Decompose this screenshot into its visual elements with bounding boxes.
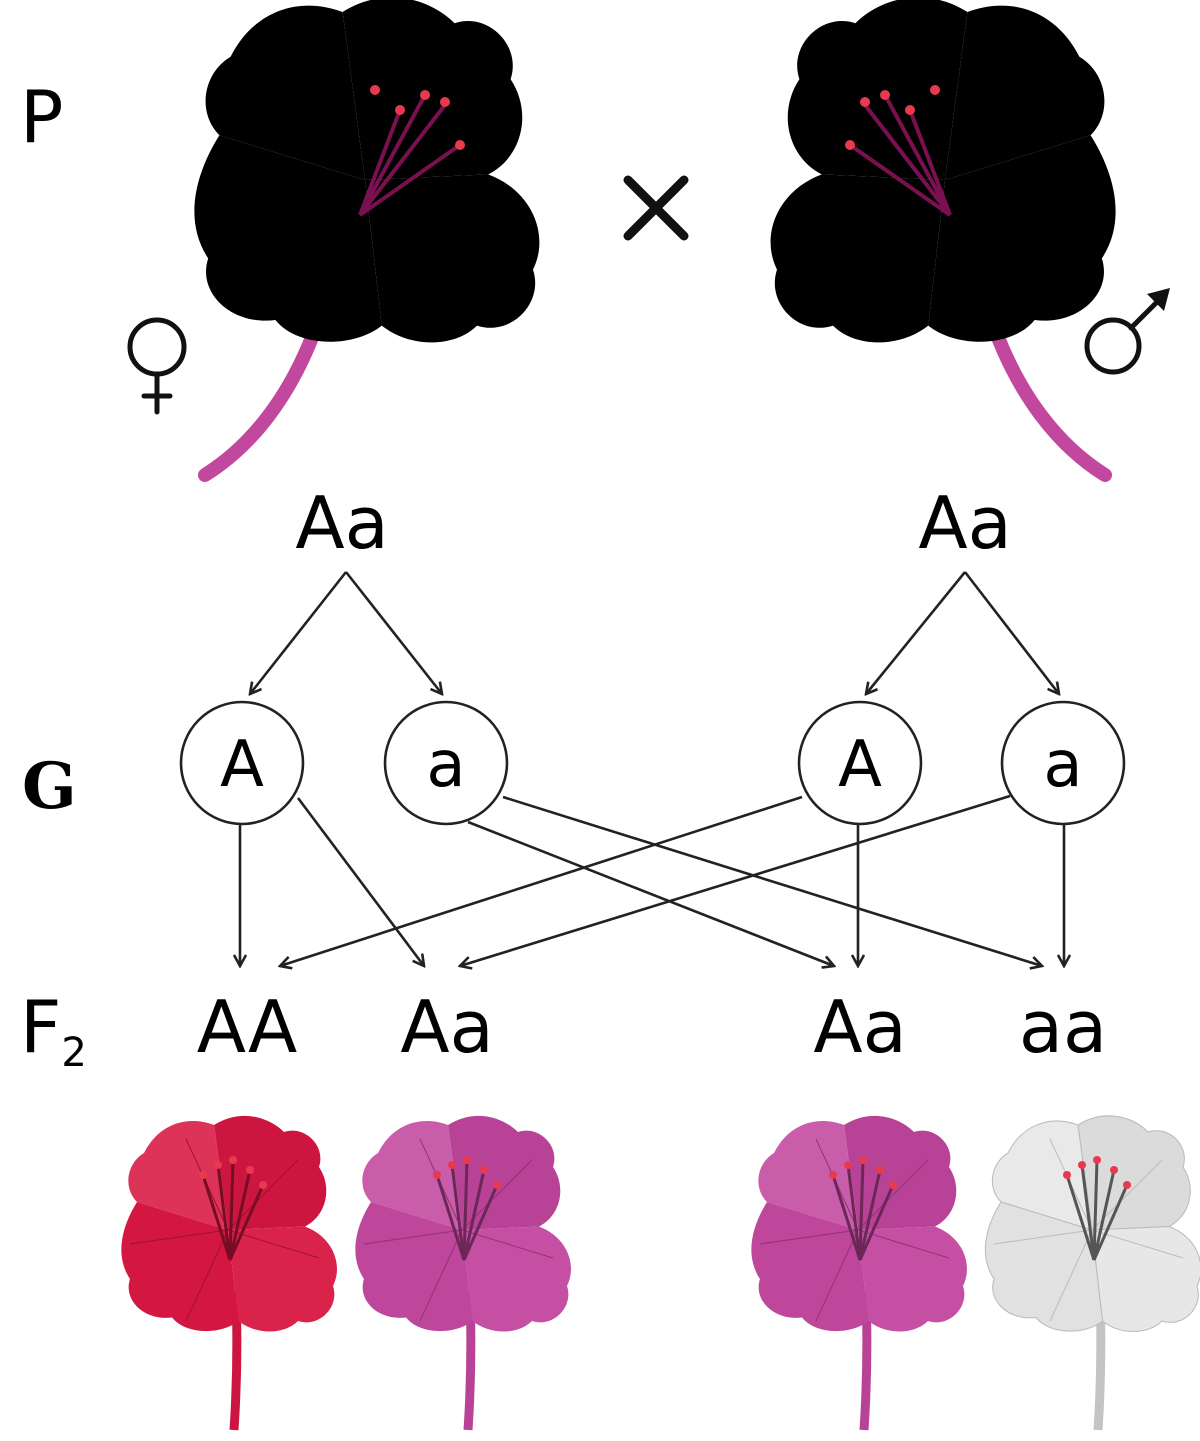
stamens-icon xyxy=(1063,1156,1131,1261)
offspring-genotype-3: Aa xyxy=(813,985,906,1069)
male-symbol-icon xyxy=(1084,288,1170,375)
gamete-to-offspring-arrows xyxy=(240,794,1064,966)
f2-generation-label: F2 xyxy=(20,985,87,1076)
offspring-genotype-1: AA xyxy=(197,985,298,1069)
female-gamete-a: a xyxy=(383,700,509,826)
female-parent-flower xyxy=(194,0,540,482)
flower-petals xyxy=(121,1115,337,1332)
svg-text:A: A xyxy=(838,728,882,802)
stamens-icon xyxy=(829,1156,897,1261)
stamens-icon xyxy=(199,1156,267,1261)
female-genotype: Aa xyxy=(295,481,388,565)
offspring-genotype-4: aa xyxy=(1019,985,1107,1069)
offspring-flower-3 xyxy=(751,1115,967,1431)
flower-petals xyxy=(355,1115,571,1332)
offspring-genotype-2: Aa xyxy=(400,985,493,1069)
offspring-flower-4 xyxy=(984,1115,1200,1431)
male-genotype: Aa xyxy=(918,481,1011,565)
svg-text:a: a xyxy=(426,728,465,802)
stamens-icon xyxy=(845,85,952,217)
gamete-generation-label: G xyxy=(22,749,77,824)
flower-petals xyxy=(984,1115,1200,1332)
female-gamete-A: A xyxy=(179,700,305,826)
offspring-flower-2 xyxy=(355,1115,571,1431)
parent-generation-label: P xyxy=(20,75,63,159)
parent-to-gamete-arrows xyxy=(250,571,1059,694)
offspring-flowers xyxy=(121,1115,1200,1431)
stamens-icon xyxy=(433,1156,501,1261)
stamens-icon xyxy=(358,85,465,217)
svg-text:a: a xyxy=(1043,728,1082,802)
male-gamete-A: A xyxy=(797,700,923,826)
female-symbol-icon xyxy=(127,317,187,415)
offspring-flower-1 xyxy=(121,1115,337,1431)
male-gamete-a: a xyxy=(1000,700,1126,826)
flower-petals xyxy=(751,1115,967,1332)
male-parent-flower xyxy=(770,0,1116,482)
cross-symbol-icon xyxy=(623,175,689,241)
svg-text:A: A xyxy=(220,728,264,802)
